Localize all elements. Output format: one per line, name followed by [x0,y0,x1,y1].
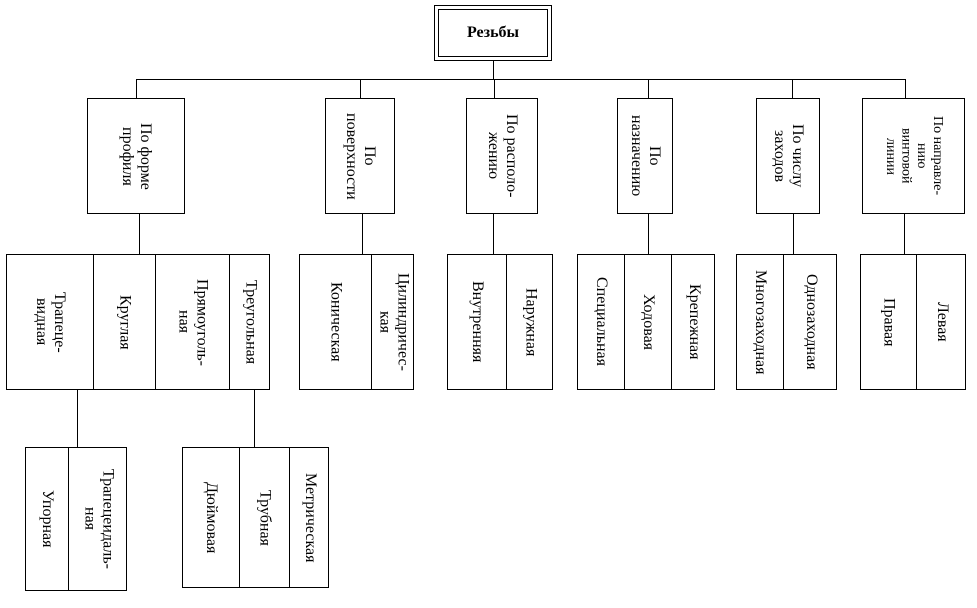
category-location-label: По располо- жению [485,114,520,198]
subgroup-trapezoid-label-2: Трапецеидаль- ная [81,469,117,569]
subgroup-triangular-cell-3: Метрическая [289,448,330,587]
category-starts-cell: По числу заходов [757,99,819,213]
group-profile-label-4: Треугольная [242,279,260,365]
subgroup-triangular-cell-1: Дюймовая [183,448,239,587]
group-purpose-label-2: Ходовая [639,293,657,351]
group-location-cell-1: Внутренняя [448,255,506,389]
group-profile-cell-1: Трапеце- видная [7,255,93,389]
group-profile-label-2: Круглая [116,294,134,350]
category-surface: По поверхности [325,98,395,214]
subgroup-triangular-cell-2: Трубная [239,448,289,587]
group-location-label-1: Внутренняя [468,281,486,363]
category-profile: По форме профиля [87,98,185,214]
group-purpose: Специальная Ходовая Крепежная [577,254,715,390]
group-purpose-cell-2: Ходовая [624,255,671,389]
category-direction: По направле- нию винтовой линии [862,98,965,214]
subgroup-triangular: Дюймовая Трубная Метрическая [182,447,329,588]
category-purpose-cell: По назначению [618,99,672,213]
category-profile-cell: По форме профиля [88,99,184,213]
group-profile-cell-3: Прямоуголь- ная [155,255,229,389]
root-label: Резьбы [438,9,548,57]
group-direction-cell-1: Правая [861,255,916,389]
group-surface-cell-2: Цилиндричес- кая [371,255,415,389]
category-direction-cell: По направле- нию винтовой линии [863,99,964,213]
subgroup-trapezoid-cell-2: Трапецеидаль- ная [68,448,128,590]
category-surface-cell: По поверхности [326,99,394,213]
subgroup-triangular-label-3: Метрическая [301,472,319,563]
group-purpose-cell-1: Специальная [578,255,624,389]
group-direction-label-1: Правая [880,297,898,347]
group-surface: Коническая Цилиндричес- кая [299,254,414,390]
group-starts-label-2: Однозаходная [802,274,820,370]
group-location: Внутренняя Наружная [447,254,553,390]
group-purpose-label-1: Специальная [592,277,610,367]
group-profile-label-3: Прямоуголь- ная [175,278,211,366]
group-surface-label-1: Коническая [327,282,345,362]
group-starts: Многозаходная Однозаходная [736,254,837,390]
group-surface-label-2: Цилиндричес- кая [376,273,412,371]
category-starts: По числу заходов [756,98,820,214]
group-starts-cell-1: Многозаходная [737,255,783,389]
category-location-cell: По располо- жению [467,99,537,213]
category-surface-label: По поверхности [343,112,378,200]
category-purpose: По назначению [617,98,673,214]
root-node: Резьбы [434,5,552,61]
group-direction-cell-2: Левая [916,255,967,389]
group-direction-label-2: Левая [933,302,951,342]
group-location-cell-2: Наружная [506,255,554,389]
subgroup-trapezoid-cell-1: Упорная [26,448,68,590]
group-purpose-cell-3: Крепежная [671,255,716,389]
group-surface-cell-1: Коническая [300,255,371,389]
category-profile-label: По форме профиля [119,122,154,190]
group-profile: Трапеце- видная Круглая Прямоуголь- ная Тре… [6,254,270,390]
subgroup-trapezoid-label-1: Упорная [38,490,56,548]
subgroup-triangular-label-2: Трубная [256,489,274,546]
group-profile-label-1: Трапеце- видная [33,291,68,353]
group-starts-cell-2: Однозаходная [783,255,838,389]
category-direction-label: По направле- нию винтовой линии [882,116,945,196]
subgroup-triangular-label-1: Дюймовая [202,481,220,554]
group-location-label-2: Наружная [522,287,540,357]
category-purpose-label: По назначению [628,115,663,197]
group-direction: Правая Левая [860,254,966,390]
group-purpose-label-3: Крепежная [685,284,703,360]
group-starts-label-1: Многозаходная [751,269,769,375]
group-profile-cell-2: Круглая [93,255,155,389]
category-location: По располо- жению [466,98,538,214]
group-profile-cell-4: Треугольная [229,255,271,389]
category-starts-label: По числу заходов [771,124,806,188]
subgroup-trapezoid: Упорная Трапецеидаль- ная [25,447,127,591]
